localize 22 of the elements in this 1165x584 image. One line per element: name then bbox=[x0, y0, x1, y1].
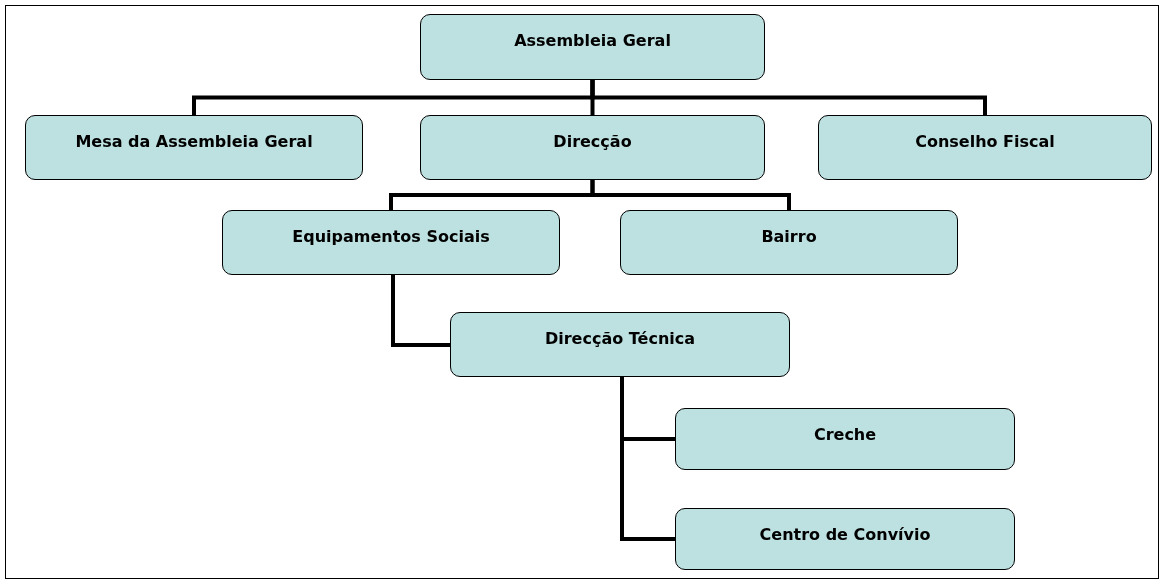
box-label: Direcção Técnica bbox=[544, 329, 696, 349]
box-label: Bairro bbox=[761, 227, 817, 247]
box-label: Creche bbox=[813, 425, 877, 445]
box-label: Conselho Fiscal bbox=[915, 132, 1055, 152]
org-box bbox=[450, 312, 790, 377]
org-box bbox=[420, 115, 765, 180]
org-box bbox=[675, 408, 1015, 470]
org-box bbox=[620, 210, 958, 275]
connector-line bbox=[590, 180, 791, 210]
box-label: Equipamentos Sociais bbox=[292, 227, 490, 247]
box-label: Mesa da Assembleia Geral bbox=[75, 132, 313, 152]
box-label: Direcção bbox=[553, 132, 632, 152]
connector-line bbox=[391, 275, 450, 347]
org-box bbox=[420, 14, 765, 80]
connector-line bbox=[590, 80, 987, 115]
org-box bbox=[818, 115, 1152, 180]
org-box bbox=[25, 115, 363, 180]
box-label: Centro de Convívio bbox=[759, 525, 931, 545]
org-box bbox=[675, 508, 1015, 570]
connector-line bbox=[620, 377, 675, 541]
org-box bbox=[222, 210, 560, 275]
box-label: Assembleia Geral bbox=[514, 31, 671, 51]
